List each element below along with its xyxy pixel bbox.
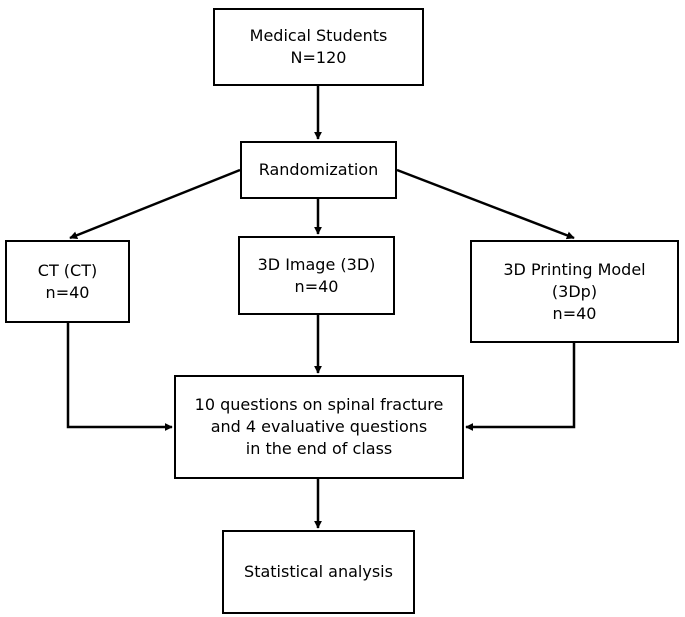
node-3d-printing-count: n=40	[552, 303, 597, 323]
node-randomization: Randomization	[240, 141, 397, 199]
node-questions-line2: and 4 evaluative questions	[210, 417, 428, 436]
node-3d-image-group: 3D Image (3D) n=40	[238, 236, 395, 315]
node-medical-students-count: N=120	[290, 48, 347, 67]
node-3d-printing-group: 3D Printing Model (3Dp) n=40	[470, 240, 679, 343]
node-statistical-analysis: Statistical analysis	[222, 530, 415, 614]
node-ct-group: CT (CT) n=40	[5, 240, 130, 323]
node-statistical-analysis-title: Statistical analysis	[244, 562, 393, 581]
node-randomization-title: Randomization	[258, 160, 379, 179]
node-medical-students-title: Medical Students	[249, 26, 388, 45]
node-3d-printing-abbrev: (3Dp)	[551, 281, 598, 301]
node-questions-line3: in the end of class	[245, 439, 393, 458]
arrow-3dp-to-questions	[465, 343, 576, 431]
node-3d-image-count: n=40	[294, 276, 339, 296]
arrow-randomization-to-ct	[69, 168, 241, 240]
node-questions-line1: 10 questions on spinal fracture	[194, 395, 444, 414]
node-questions: 10 questions on spinal fracture and 4 ev…	[174, 375, 464, 479]
node-3d-image-title: 3D Image (3D)	[257, 254, 376, 274]
node-3d-printing-title: 3D Printing Model	[503, 259, 646, 279]
node-medical-students: Medical Students N=120	[213, 8, 424, 86]
node-ct-count: n=40	[45, 282, 90, 302]
node-ct-title: CT (CT)	[37, 260, 98, 280]
arrow-randomization-to-3dp	[396, 168, 575, 240]
arrow-ct-to-questions	[66, 323, 173, 431]
